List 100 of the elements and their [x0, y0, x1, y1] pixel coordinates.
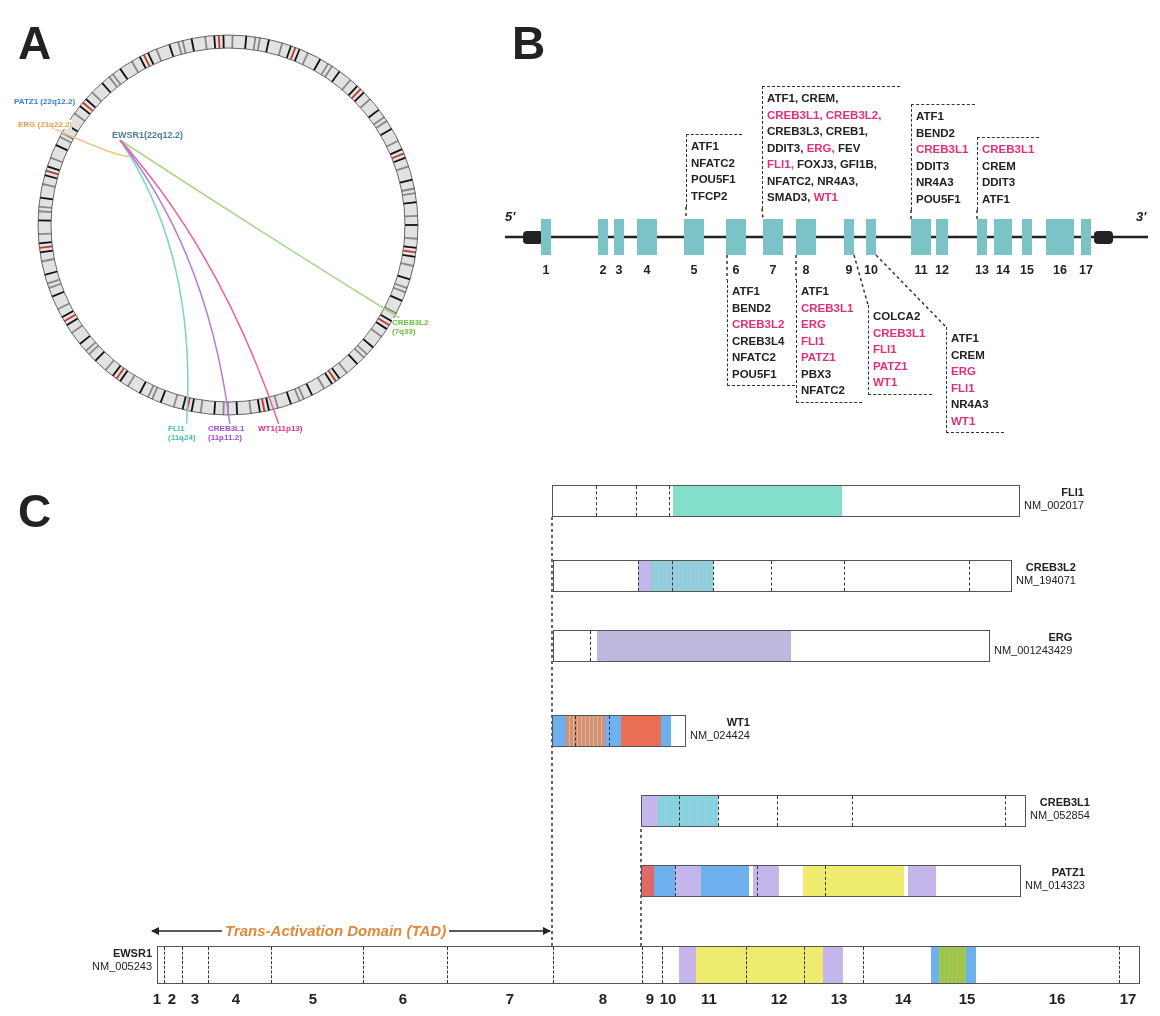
partner-gene-name: CREB3L2	[732, 317, 786, 332]
partner-gene-name: BEND2	[916, 125, 956, 141]
exon-number: 6	[398, 990, 408, 1007]
partner-gene-name: FLI1	[801, 333, 826, 349]
breakpoint-line	[640, 826, 642, 947]
strand-end-label: 5'	[505, 209, 516, 224]
gene-symbol: FLI1	[1060, 486, 1084, 499]
gene-locus-label: ERG (21q22.2)	[18, 120, 73, 129]
partner-gene-name: ERG	[951, 364, 977, 379]
exon-number: 3	[190, 990, 200, 1007]
partner-gene-name: FLI1	[873, 342, 898, 357]
accession-number: NM_002017	[1024, 499, 1084, 512]
exon-number: 3	[615, 263, 623, 277]
partner-gene-name: ATF1	[801, 284, 830, 299]
strand-end-label: 3'	[1136, 209, 1147, 224]
exon-number: 12	[935, 263, 949, 277]
partner-gene-name: BEND2	[732, 300, 772, 316]
accession-number: NM_194071	[1016, 574, 1076, 587]
partner-gene-name: POU5F1	[732, 366, 778, 382]
exon-number: 8	[802, 263, 810, 277]
partner-gene-name: COLCA2	[873, 309, 922, 324]
exon-number: 4	[643, 263, 651, 277]
dashed-callout-box	[977, 137, 1039, 210]
leader-line	[853, 254, 869, 306]
partner-gene-name: ATF1	[916, 109, 945, 124]
exon-number: 2	[599, 263, 607, 277]
partner-gene-name: PBX3	[801, 366, 833, 382]
partner-gene-name: CREB3L1	[801, 300, 855, 316]
partner-gene-name: CREB3L1	[982, 142, 1036, 157]
accession-number: NM_005243	[92, 960, 152, 973]
dashed-callout-box	[946, 327, 1004, 433]
partner-gene-name: CREB3L1	[916, 142, 970, 157]
partner-gene-name: NR4A3	[951, 397, 990, 412]
gene-symbol: EWSR1	[111, 947, 152, 960]
exon-number: 15	[1020, 263, 1034, 277]
panel-letter: B	[512, 20, 546, 66]
gene-symbol: CREB3L2	[1024, 561, 1076, 574]
gene-symbol: ERG	[1047, 631, 1073, 644]
exon-number: 6	[732, 263, 740, 277]
accession-number: NM_052854	[1030, 809, 1090, 822]
fusion-arc	[119, 139, 401, 319]
fusion-arc	[54, 128, 133, 158]
accession-number: NM_024424	[690, 729, 750, 742]
gene-symbol: WT1	[725, 716, 750, 729]
partner-gene-name: ATF1	[691, 139, 720, 154]
partner-gene-name: POU5F1	[916, 191, 962, 207]
dashed-callout-box	[796, 280, 862, 403]
partner-gene-name: CREB3L1	[873, 325, 927, 341]
accession-number: NM_014323	[1025, 879, 1085, 892]
partner-gene-name: ATF1	[951, 331, 980, 346]
gene-symbol: PATZ1	[1050, 866, 1085, 879]
exon-number: 2	[167, 990, 177, 1007]
dashed-callout-box	[686, 134, 742, 207]
leader-line	[795, 254, 797, 281]
partner-gene-name: POU5F1	[691, 172, 737, 187]
partner-gene-name: ATF1	[982, 191, 1011, 207]
partner-gene-name: NFATC2	[732, 350, 777, 365]
partner-gene-name: PATZ1	[873, 358, 909, 374]
exon-number: 7	[505, 990, 515, 1007]
gene-locus-label: EWSR1(22q12.2)	[112, 131, 184, 140]
exon-number: 12	[770, 990, 788, 1007]
partner-gene-name: PATZ1	[801, 350, 837, 365]
exon-number: 14	[894, 990, 912, 1007]
partner-gene-name: WT1	[951, 413, 977, 429]
domain-label: Trans-Activation Domain (TAD)	[222, 922, 450, 939]
partner-gene-list: ATF1, CREM, CREB3L1, CREB3L2, CREB3L3, CREB1, DDIT3, ERG, FEV FLI1, FOXJ3, GFI1B, NFATC2, NR4A3, SMAD3, WT1	[767, 90, 900, 206]
partner-gene-name: CREB3L4	[732, 333, 786, 349]
exon-number: 5	[690, 263, 698, 277]
breakpoint-line	[551, 516, 553, 947]
panel-letter: C	[18, 488, 52, 534]
exon-number: 13	[975, 263, 989, 277]
exon-number: 1	[152, 990, 162, 1007]
exon-number: 16	[1053, 263, 1067, 277]
leader-line	[726, 254, 728, 281]
leader-line	[875, 254, 947, 328]
leader-line	[910, 209, 912, 220]
partner-gene-name: DDIT3	[982, 175, 1017, 190]
exon-number: 5	[308, 990, 318, 1007]
panel-letter: A	[18, 20, 52, 66]
partner-gene-name: CREM	[982, 158, 1017, 174]
exon-number: 7	[769, 263, 777, 277]
partner-gene-name: ATF1	[732, 284, 761, 299]
partner-gene-name: FLI1	[951, 380, 976, 396]
exon-number: 4	[231, 990, 241, 1007]
exon-number: 14	[996, 263, 1010, 277]
exon-number: 11	[701, 990, 717, 1007]
exon-number: 9	[645, 990, 655, 1007]
gene-locus-label: PATZ1 (22q12.2)	[14, 97, 76, 106]
exon-number: 11	[914, 263, 928, 277]
exon-number: 13	[830, 990, 848, 1007]
dashed-callout-box	[727, 280, 795, 386]
leader-line	[761, 207, 764, 220]
accession-number: NM_001243429	[994, 644, 1073, 657]
dashed-callout-box	[868, 305, 932, 395]
fusion-arc	[119, 139, 280, 425]
exon-number: 17	[1079, 263, 1093, 277]
exon-number: 9	[845, 263, 853, 277]
partner-gene-name: ERG	[801, 317, 827, 332]
gene-locus-label: WT1(11p13)	[258, 424, 303, 433]
partner-gene-name: NR4A3	[916, 175, 955, 190]
